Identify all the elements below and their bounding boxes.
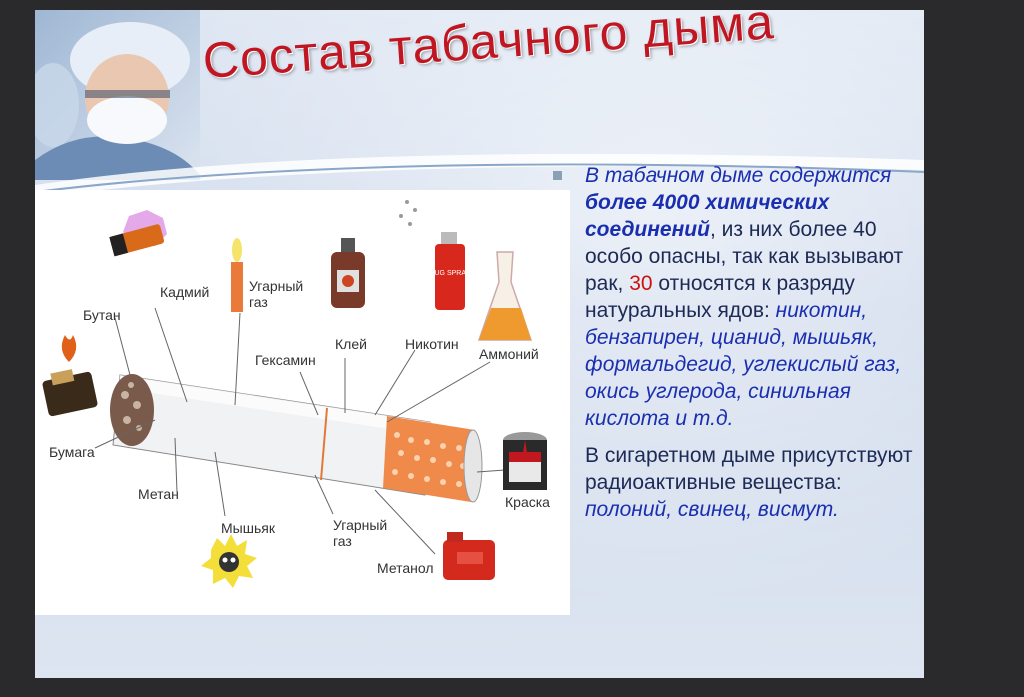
fuel-canister-icon bbox=[443, 532, 495, 580]
label-ugarny-gaz-bottom-2: газ bbox=[333, 533, 352, 549]
label-metanol: Метанол bbox=[377, 560, 434, 576]
label-bumaga: Бумага bbox=[49, 444, 95, 460]
label-ugarny-gaz-top-1: Угарный bbox=[249, 278, 304, 294]
lighter-icon bbox=[42, 335, 98, 417]
spray-can-text: BUG SPRAY bbox=[430, 270, 471, 277]
battery-icon bbox=[109, 210, 167, 257]
text-poison-list: никотин, бензапирен, цианид, мышьяк, фор… bbox=[585, 299, 902, 430]
slide: Состав табачного дыма bbox=[35, 10, 924, 678]
label-kraska: Краска bbox=[505, 494, 550, 510]
bullet-marker bbox=[553, 171, 562, 180]
label-nikotin: Никотин bbox=[405, 336, 459, 352]
flask-icon bbox=[477, 251, 533, 341]
paint-can-icon bbox=[503, 432, 547, 490]
label-butan: Бутан bbox=[83, 307, 121, 323]
cigarette-illustration: BUG SPRAY bbox=[42, 200, 547, 588]
label-ammoniy: Аммоний bbox=[479, 346, 539, 362]
text-number: 30 bbox=[629, 272, 653, 295]
text-poisons: относятся к разряду натуральных ядов: bbox=[585, 272, 855, 322]
paragraph-composition: В табачном дыме содержится более 4000 хи… bbox=[585, 162, 920, 432]
label-ugarny-gaz-bottom-1: Угарный bbox=[333, 517, 388, 533]
leader-lines bbox=[94, 307, 506, 555]
paragraph-radioactive: В сигаретном дыме присутствуют радиоакти… bbox=[585, 442, 920, 523]
label-kley: Клей bbox=[335, 336, 367, 352]
cigarette bbox=[110, 374, 483, 503]
label-metan: Метан bbox=[138, 486, 179, 502]
text-count: более 4000 химических соединений bbox=[585, 191, 830, 241]
header-swoosh bbox=[35, 153, 924, 198]
text-radioactive: В сигаретном дыме присутствуют радиоакти… bbox=[585, 444, 913, 494]
slide-text: В табачном дыме содержится более 4000 хи… bbox=[553, 162, 920, 523]
text-intro: В табачном дыме содержится bbox=[585, 164, 892, 187]
glue-bottle-icon bbox=[331, 238, 365, 308]
label-myshyak: Мышьяк bbox=[221, 520, 275, 536]
spray-can-icon: BUG SPRAY bbox=[399, 200, 470, 310]
illustration-panel: BUG SPRAY bbox=[35, 190, 570, 615]
candle-icon bbox=[231, 238, 243, 312]
label-ugarny-gaz-top-2: газ bbox=[249, 294, 268, 310]
skull-warning-icon bbox=[201, 534, 257, 588]
label-kadmiy: Кадмий bbox=[160, 284, 210, 300]
text-danger: , из них более 40 особо опасны, так как … bbox=[585, 218, 904, 295]
doctor-photo bbox=[35, 10, 200, 180]
text-radioactive-list: полоний, свинец, висмут. bbox=[585, 498, 839, 521]
label-geksamin: Гексамин bbox=[255, 352, 316, 368]
